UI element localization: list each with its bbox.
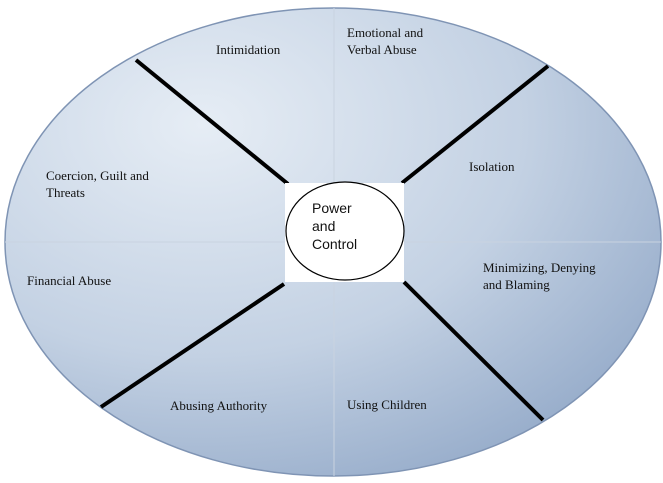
section-children-line1: Using Children xyxy=(347,397,427,412)
section-coercion-guilt-threats: Coercion, Guilt and Threats xyxy=(46,167,149,201)
section-minimizing-line2: and Blaming xyxy=(483,277,550,292)
spoke-lower-right xyxy=(402,280,545,422)
center-label-line2: and xyxy=(312,218,336,234)
section-financial-line1: Financial Abuse xyxy=(27,273,112,288)
center-label-line1: Power xyxy=(312,200,352,216)
section-coercion-line2: Threats xyxy=(46,185,85,200)
center-label-line3: Control xyxy=(312,236,358,252)
section-isolation-line1: Isolation xyxy=(469,159,515,174)
section-coercion-line1: Coercion, Guilt and xyxy=(46,168,149,183)
center-label: Power and Control xyxy=(292,199,378,253)
section-emotional-verbal-abuse: Emotional and Verbal Abuse xyxy=(347,24,423,58)
section-emotional-line1: Emotional and xyxy=(347,25,424,40)
section-emotional-line2: Verbal Abuse xyxy=(347,42,417,57)
center-circle xyxy=(285,181,405,281)
section-isolation: Isolation xyxy=(469,158,515,175)
section-intimidation: Intimidation xyxy=(216,41,280,58)
spoke-upper-right xyxy=(400,64,550,185)
section-abusing-authority: Abusing Authority xyxy=(170,397,267,414)
section-minimizing-line1: Minimizing, Denying xyxy=(483,260,596,275)
section-intimidation-line1: Intimidation xyxy=(216,42,281,57)
section-minimizing-denying-blaming: Minimizing, Denying and Blaming xyxy=(483,259,596,293)
section-financial-abuse: Financial Abuse xyxy=(27,272,111,289)
spoke-lower-left xyxy=(99,282,286,409)
section-authority-line1: Abusing Authority xyxy=(170,398,268,413)
spoke-upper-left xyxy=(134,58,290,186)
section-using-children: Using Children xyxy=(347,396,427,413)
